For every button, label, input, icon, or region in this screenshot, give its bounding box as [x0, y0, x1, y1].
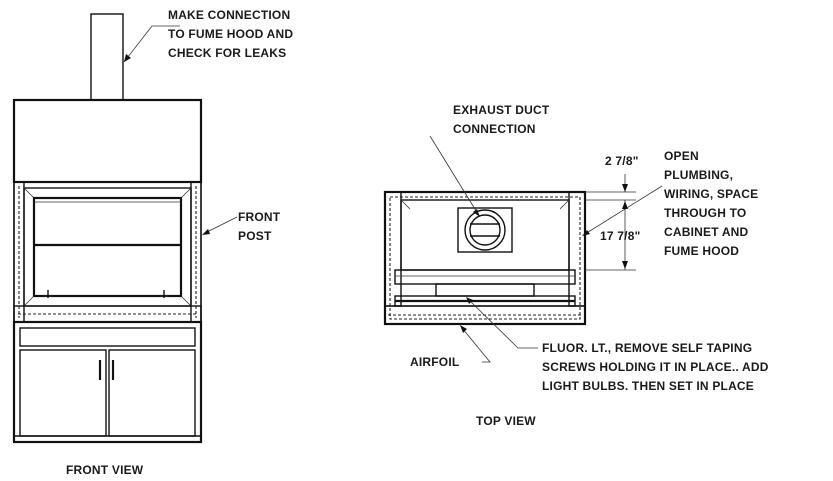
front-post-note: FRONT POST — [238, 210, 281, 243]
front-view-drawing — [12, 13, 238, 444]
hood-sash-frame — [13, 181, 202, 323]
open-plumbing-note: OPEN PLUMBING, WIRING, SPACE THROUGH TO … — [664, 149, 758, 258]
exhaust-duct-line-1: EXHAUST DUCT — [453, 103, 550, 117]
front-view-caption: FRONT VIEW — [66, 463, 144, 477]
open-plumbing-line-1: OPEN — [664, 149, 699, 163]
open-plumbing-line-2: PLUMBING, — [664, 168, 733, 182]
sash-glass — [32, 196, 183, 298]
make-connection-line-2: TO FUME HOOD AND — [168, 27, 293, 41]
top-outer-body — [383, 190, 587, 326]
cabinet-left-door — [19, 349, 107, 437]
hood-upper-body — [12, 98, 203, 184]
cabinet-right-door — [108, 349, 196, 437]
exhaust-stack — [90, 13, 124, 101]
fluor-line-2: SCREWS HOLDING IT IN PLACE.. ADD — [542, 360, 769, 374]
open-plumbing-line-6: FUME HOOD — [664, 244, 739, 258]
fluor-line-3: LIGHT BULBS. THEN SET IN PLACE — [542, 379, 754, 393]
sash-outer-trim — [23, 187, 192, 307]
fluorescent-light — [435, 283, 535, 297]
exhaust-duct-note: EXHAUST DUCT CONNECTION — [453, 103, 550, 136]
open-plumbing-line-5: CABINET AND — [664, 225, 749, 239]
open-plumbing-line-4: THROUGH TO — [664, 206, 746, 220]
exhaust-duct-plate — [457, 207, 513, 253]
open-plumbing-line-3: WIRING, SPACE — [664, 187, 758, 201]
top-airfoil — [384, 305, 586, 325]
front-post-line-1: FRONT — [238, 210, 281, 224]
fluor-line-1: FLUOR. LT., REMOVE SELF TAPING — [542, 341, 752, 355]
fluor-light-note: FLUOR. LT., REMOVE SELF TAPING SCREWS HO… — [542, 341, 769, 393]
dimension-depth: 17 7/8" — [600, 229, 640, 243]
make-connection-line-3: CHECK FOR LEAKS — [168, 46, 286, 60]
top-view-caption: TOP VIEW — [476, 414, 536, 428]
exhaust-duct-collar — [464, 209, 506, 251]
make-connection-note: MAKE CONNECTION TO FUME HOOD AND CHECK F… — [168, 8, 293, 60]
top-view-drawing — [383, 135, 663, 363]
make-connection-line-1: MAKE CONNECTION — [168, 8, 290, 22]
airfoil-label: AIRFOIL — [410, 355, 459, 369]
exhaust-duct-line-2: CONNECTION — [453, 122, 536, 136]
cabinet-drawer — [19, 327, 196, 347]
front-post-line-2: POST — [238, 229, 272, 243]
base-cabinet — [12, 320, 203, 444]
dimension-top-gap: 2 7/8" — [605, 154, 639, 168]
